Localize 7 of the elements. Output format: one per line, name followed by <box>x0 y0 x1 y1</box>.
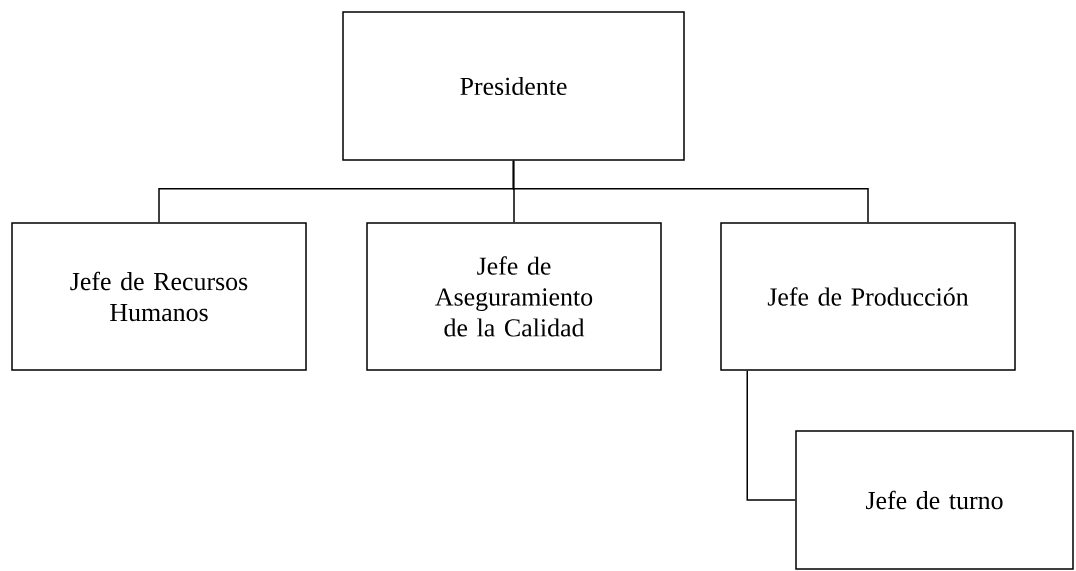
org-box: Jefe de turno <box>795 430 1074 570</box>
org-box: Presidente <box>342 11 685 161</box>
org-box: Jefe de Producción <box>720 222 1016 371</box>
org-box: Jefe de Aseguramiento de la Calidad <box>366 222 662 371</box>
connector-line <box>746 370 796 501</box>
connector-line <box>512 160 869 223</box>
org-box: Jefe de Recursos Humanos <box>11 222 307 371</box>
